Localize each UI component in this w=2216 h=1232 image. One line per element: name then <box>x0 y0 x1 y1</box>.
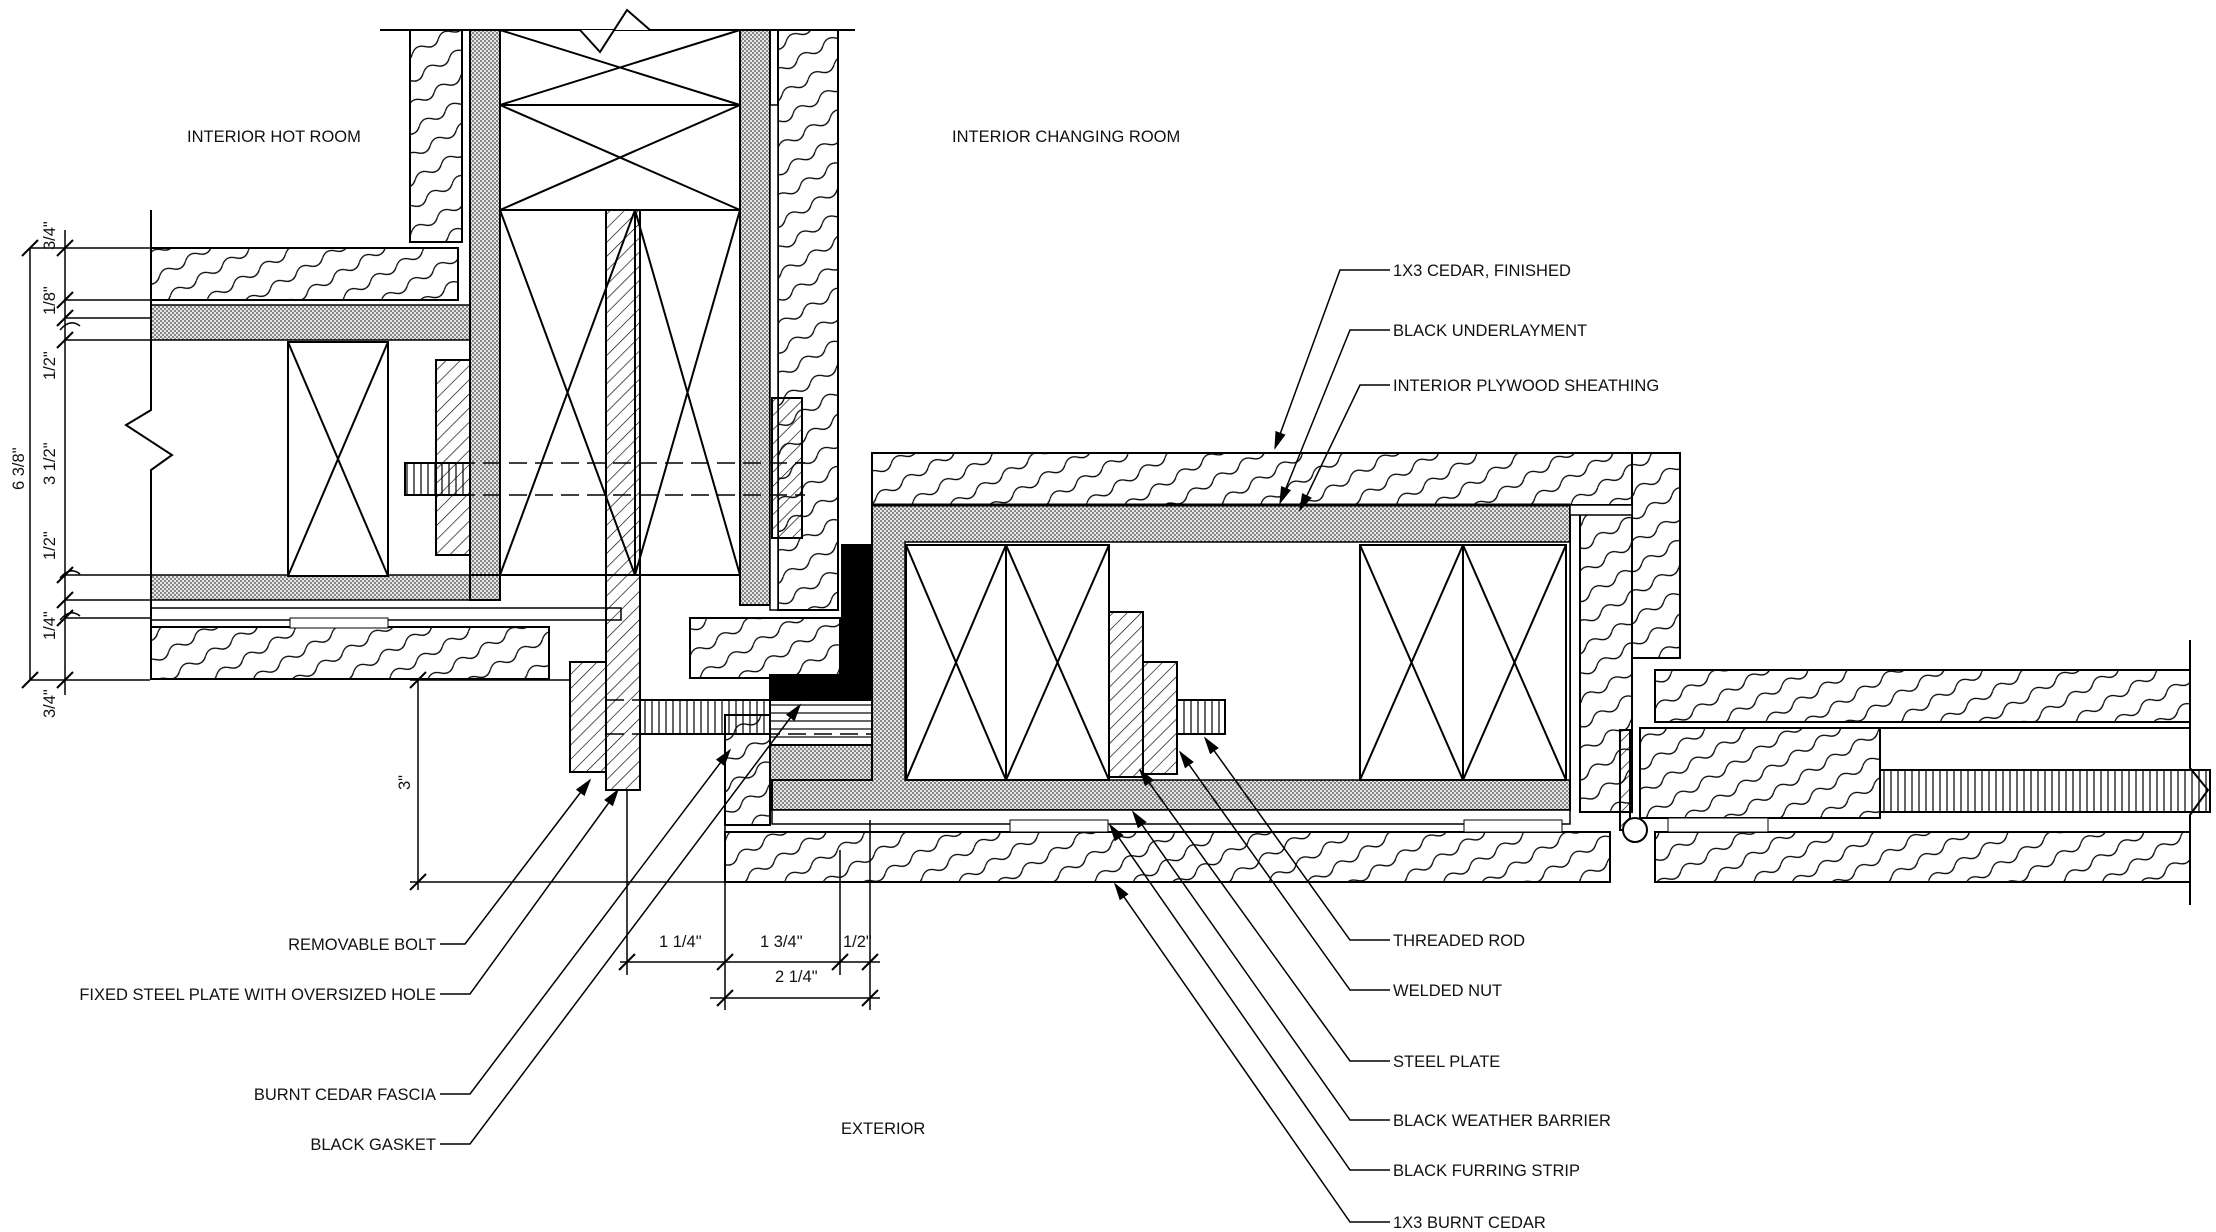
callout-welded-nut: WELDED NUT <box>1393 982 1502 1000</box>
dim-d6: 1/4" <box>41 611 59 640</box>
callout-threaded-rod: THREADED ROD <box>1393 932 1525 950</box>
callout-burnt-cedar: 1X3 BURNT CEDAR <box>1393 1214 1546 1232</box>
dim-h2: 1 3/4" <box>760 933 803 951</box>
dim-d3: 1/2" <box>41 351 59 380</box>
dim-d1: 3/4" <box>41 221 59 250</box>
changing-room-panel <box>724 452 1681 883</box>
left-callout-leaders <box>440 703 802 1145</box>
callout-black-gasket: BLACK GASKET <box>310 1136 436 1154</box>
right-callout-texts: 1X3 CEDAR, FINISHED BLACK UNDERLAYMENT I… <box>1393 262 1659 1232</box>
offset-dimension <box>409 671 725 891</box>
vertical-dimension-chain <box>21 230 150 695</box>
callout-plywood-sheathing: INTERIOR PLYWOOD SHEATHING <box>1393 377 1659 395</box>
callout-burnt-fascia: BURNT CEDAR FASCIA <box>254 1086 436 1104</box>
left-callout-texts: REMOVABLE BOLT FIXED STEEL PLATE WITH OV… <box>79 936 436 1154</box>
callout-removable-bolt: REMOVABLE BOLT <box>288 936 436 954</box>
dim-h4: 2 1/4" <box>775 968 818 986</box>
dim-d4: 3 1/2" <box>41 442 59 485</box>
callout-steel-plate: STEEL PLATE <box>1393 1053 1500 1071</box>
callout-weather-barrier: BLACK WEATHER BARRIER <box>1393 1112 1611 1130</box>
callout-black-underlayment: BLACK UNDERLAYMENT <box>1393 322 1587 340</box>
dim-d2: 1/8" <box>41 286 59 315</box>
dim-d5: 1/2" <box>41 531 59 560</box>
dim-h3: 1/2" <box>843 933 872 951</box>
right-callout-leaders <box>1108 269 1390 1223</box>
vertical-dimension-texts: 6 3/8" 3/4" 1/8" 1/2" 3 1/2" 1/2" 1/4" 3… <box>10 221 59 718</box>
room-label-changing-room: INTERIOR CHANGING ROOM <box>952 128 1180 146</box>
room-label-exterior: EXTERIOR <box>841 1120 925 1138</box>
dim-d7: 3/4" <box>41 689 59 718</box>
adjacent-panel <box>1639 640 2211 905</box>
dim-overall: 6 3/8" <box>10 447 28 490</box>
callout-fixed-plate: FIXED STEEL PLATE WITH OVERSIZED HOLE <box>79 986 436 1004</box>
center-wall <box>380 8 855 791</box>
room-label-hot-room: INTERIOR HOT ROOM <box>187 128 361 146</box>
callout-cedar-finished: 1X3 CEDAR, FINISHED <box>1393 262 1571 280</box>
break-line-left <box>124 210 174 680</box>
connection-zone <box>569 544 1225 826</box>
horizontal-dimension-chain <box>618 790 880 1010</box>
callout-furring-strip: BLACK FURRING STRIP <box>1393 1162 1580 1180</box>
dim-offset: 3" <box>396 775 414 790</box>
dim-h1: 1 1/4" <box>659 933 702 951</box>
